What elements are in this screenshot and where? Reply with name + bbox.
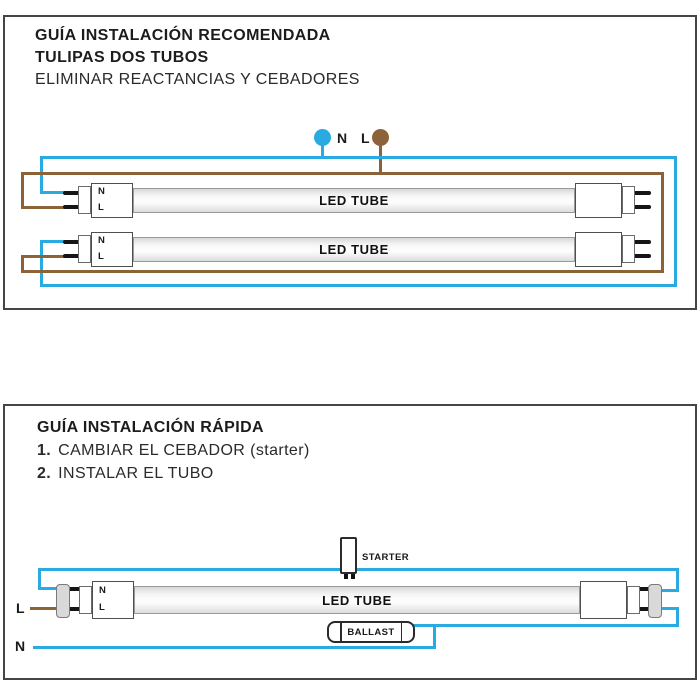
tube2-left-endbox: N L: [91, 232, 133, 267]
neutral-feed-wire: [33, 646, 436, 649]
tube3-label: LED TUBE: [322, 592, 392, 608]
tube1-pin-label-l: L: [98, 202, 104, 213]
tube1-right-endbox: [575, 183, 622, 218]
tube3-left-pin-n: [70, 587, 80, 591]
ballast-cap-left: [340, 622, 342, 642]
panel1-title-line1: GUÍA INSTALACIÓN RECOMENDADA: [35, 27, 331, 44]
live-wire-stub-tube2: [21, 255, 66, 258]
panel2-step-1: 1. CAMBIAR EL CEBADOR (starter): [37, 439, 310, 462]
tube1-right-pin-top: [635, 191, 651, 195]
tube2-pin-label-n: N: [98, 235, 105, 246]
step1-text: CAMBIAR EL CEBADOR (starter): [58, 442, 310, 459]
ballast-label: BALLAST: [347, 626, 395, 638]
neutral-return-mid: [413, 624, 679, 627]
tube3-left-connector: [79, 586, 92, 614]
panel1-title-line2: TULIPAS DOS TUBOS: [35, 49, 209, 66]
starter-pin-right: [351, 574, 355, 579]
neutral-wire-top: [40, 156, 677, 159]
tube2-left-connector: [78, 235, 91, 263]
neutral-return-right-stub: [661, 607, 679, 610]
lamp-holder-left: [56, 584, 70, 618]
starter-wire-left-down: [38, 568, 41, 590]
tube3-pin-label-n: N: [99, 585, 106, 596]
neutral-wire-stub-tube1: [40, 191, 66, 194]
live-wire-top: [21, 172, 664, 175]
tube2-label: LED TUBE: [319, 242, 389, 257]
tube1-body: LED TUBE: [133, 188, 575, 213]
panel2-step-2: 2. INSTALAR EL TUBO: [37, 462, 310, 485]
tube1-left-pin-n: [63, 191, 79, 195]
starter-label: STARTER: [362, 552, 409, 563]
tube2-right-endbox: [575, 232, 622, 267]
led-tube-1: N L LED TUBE: [63, 178, 651, 222]
ballast-cap-right: [400, 622, 402, 642]
tube3-right-connector: [627, 586, 640, 614]
panel1-subtitle: ELIMINAR REACTANCIAS Y CEBADORES: [35, 71, 360, 88]
tube2-body: LED TUBE: [133, 237, 575, 262]
step2-text: INSTALAR EL TUBO: [58, 465, 214, 482]
lamp-holder-right: [648, 584, 662, 618]
tube3-right-pin-bottom: [640, 607, 648, 611]
tube2-right-pin-bottom: [635, 254, 651, 258]
neutral-terminal-dot: [314, 129, 331, 146]
panel2-title: GUÍA INSTALACIÓN RÁPIDA: [37, 419, 264, 436]
tube3-pin-label-l: L: [99, 602, 105, 613]
tube3-body: LED TUBE: [134, 586, 580, 614]
tube3-left-pin-l: [70, 607, 80, 611]
starter-pin-left: [344, 574, 348, 579]
neutral-terminal-stem: [321, 141, 324, 158]
neutral-wire-left-upper: [40, 156, 43, 194]
starter-component: [340, 537, 357, 574]
led-tube-quick: N L LED TUBE: [70, 578, 648, 622]
tube2-right-connector: [622, 235, 635, 263]
neutral-return-right-down: [676, 607, 679, 627]
tube3-left-endbox: N L: [92, 581, 134, 619]
neutral-feed-label: N: [15, 638, 26, 654]
tube1-label: LED TUBE: [319, 193, 389, 208]
live-feed-wire: [30, 607, 57, 610]
live-wire-bottom: [21, 270, 664, 273]
tube1-pin-label-n: N: [98, 186, 105, 197]
tube3-right-pin-top: [640, 587, 648, 591]
neutral-terminal-label: N: [337, 130, 348, 146]
live-wire-left-upper: [21, 172, 24, 209]
step2-number: 2.: [37, 465, 52, 482]
live-wire-right: [661, 172, 664, 273]
tube1-right-pin-bottom: [635, 205, 651, 209]
neutral-wire-left-lower: [40, 240, 43, 287]
neutral-wire-stub-tube2: [40, 240, 66, 243]
tube2-left-pin-l: [63, 254, 79, 258]
panel1-title-block: GUÍA INSTALACIÓN RECOMENDADA TULIPAS DOS…: [35, 25, 360, 91]
live-wire-left-lower: [21, 255, 24, 273]
neutral-wire-bottom: [40, 284, 677, 287]
tube2-pin-label-l: L: [98, 251, 104, 262]
neutral-return-riser: [433, 624, 436, 649]
led-tube-2: N L LED TUBE: [63, 227, 651, 271]
tube1-left-endbox: N L: [91, 183, 133, 218]
starter-wire-top: [38, 568, 679, 571]
neutral-wire-right: [674, 156, 677, 287]
tube2-left-pin-n: [63, 240, 79, 244]
tube1-left-pin-l: [63, 205, 79, 209]
live-terminal-dot: [372, 129, 389, 146]
live-wire-stub-tube1: [21, 206, 66, 209]
starter-wire-right-stub: [661, 589, 679, 592]
ballast-component: BALLAST: [327, 621, 415, 643]
starter-wire-left-stub: [38, 587, 58, 590]
step1-number: 1.: [37, 442, 52, 459]
tube2-right-pin-top: [635, 240, 651, 244]
live-terminal-label: L: [361, 130, 370, 146]
panel2-title-block: GUÍA INSTALACIÓN RÁPIDA 1. CAMBIAR EL CEB…: [37, 416, 310, 485]
live-feed-label: L: [16, 600, 25, 616]
starter-wire-right-down: [676, 568, 679, 592]
tube1-right-connector: [622, 186, 635, 214]
tube3-right-endbox: [580, 581, 627, 619]
tube1-left-connector: [78, 186, 91, 214]
